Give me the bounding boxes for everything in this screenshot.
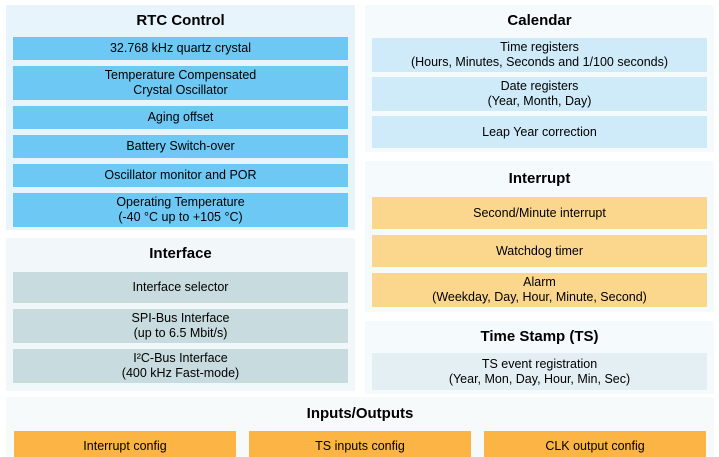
- interface-item-selector: Interface selector: [13, 272, 348, 303]
- diagram-columns: RTC Control 32.768 kHz quartz crystal Te…: [6, 5, 714, 394]
- interrupt-panel: Interrupt Second/Minute interrupt Watchd…: [365, 161, 714, 312]
- calendar-item-time-registers: Time registers (Hours, Minutes, Seconds …: [372, 38, 707, 72]
- rtc-control-panel: RTC Control 32.768 kHz quartz crystal Te…: [6, 5, 355, 230]
- rtc-item-quartz-crystal: 32.768 kHz quartz crystal: [13, 37, 348, 60]
- ts-item-event-registration: TS event registration (Year, Mon, Day, H…: [372, 353, 707, 390]
- rtc-item-tcxo: Temperature Compensated Crystal Oscillat…: [13, 66, 348, 100]
- interface-item-spi-bus: SPI-Bus Interface (up to 6.5 Mbit/s): [13, 309, 348, 343]
- interrupt-item-second-minute: Second/Minute interrupt: [372, 197, 707, 229]
- rtc-item-oscillator-monitor: Oscillator monitor and POR: [13, 164, 348, 187]
- interrupt-item-watchdog-timer: Watchdog timer: [372, 235, 707, 267]
- time-stamp-panel: Time Stamp (TS) TS event registration (Y…: [365, 321, 714, 394]
- inputs-outputs-title: Inputs/Outputs: [306, 405, 414, 422]
- inputs-outputs-panel: Inputs/Outputs Interrupt config TS input…: [6, 397, 714, 457]
- interface-panel: Interface Interface selector SPI-Bus Int…: [6, 238, 355, 391]
- calendar-item-leap-year: Leap Year correction: [372, 116, 707, 148]
- rtc-item-operating-temperature: Operating Temperature (-40 °C up to +105…: [13, 193, 348, 227]
- right-column: Calendar Time registers (Hours, Minutes,…: [365, 5, 714, 394]
- calendar-item-date-registers: Date registers (Year, Month, Day): [372, 77, 707, 111]
- io-item-interrupt-config: Interrupt config: [14, 431, 236, 457]
- inputs-outputs-row: Interrupt config TS inputs config CLK ou…: [14, 431, 706, 457]
- interrupt-title: Interrupt: [508, 170, 571, 187]
- io-item-ts-inputs-config: TS inputs config: [249, 431, 471, 457]
- calendar-title: Calendar: [507, 12, 572, 29]
- io-item-clk-output-config: CLK output config: [484, 431, 706, 457]
- left-column: RTC Control 32.768 kHz quartz crystal Te…: [6, 5, 355, 394]
- rtc-item-battery-switchover: Battery Switch-over: [13, 135, 348, 158]
- calendar-panel: Calendar Time registers (Hours, Minutes,…: [365, 5, 714, 152]
- time-stamp-title: Time Stamp (TS): [480, 328, 599, 345]
- rtc-item-aging-offset: Aging offset: [13, 106, 348, 129]
- rtc-control-title: RTC Control: [136, 12, 225, 29]
- interface-title: Interface: [149, 245, 212, 262]
- interface-item-i2c-bus: I²C-Bus Interface (400 kHz Fast-mode): [13, 349, 348, 383]
- interrupt-item-alarm: Alarm (Weekday, Day, Hour, Minute, Secon…: [372, 273, 707, 307]
